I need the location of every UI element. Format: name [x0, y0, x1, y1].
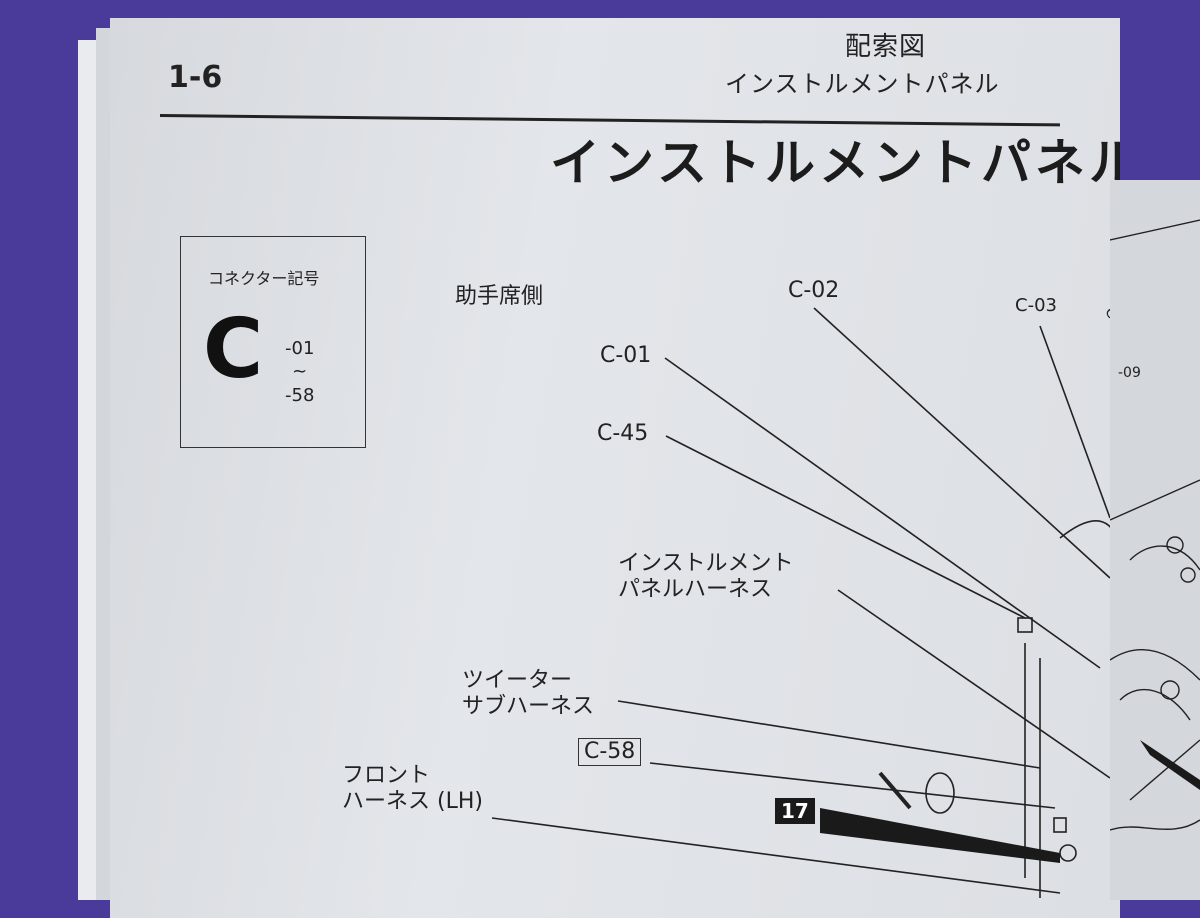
front-line1: フロント [342, 763, 431, 788]
page-title: インストルメントパネル [550, 134, 1120, 192]
callout-c45: C-45 [597, 421, 649, 446]
callout-front-harness: フロント ハーネス (LH) [342, 763, 483, 815]
legend-range: -01 ~ -58 [285, 337, 314, 407]
bolt [878, 771, 912, 810]
wiring-diagram [491, 307, 1120, 898]
manual-page: 1-6 配索図 インストルメントパネル インストルメントパネル コネクター記号 … [110, 18, 1120, 918]
legend-range-sep: ~ [292, 361, 308, 383]
callout-c02: C-02 [788, 278, 840, 303]
legend-letter: C [203, 302, 264, 397]
leader-c58 [649, 762, 1056, 809]
reference-17: 17 [775, 798, 815, 824]
tweeter-line2: サブハーネス [462, 694, 595, 719]
leader-ip-harness [837, 589, 1111, 779]
callout-c01: C-01 [600, 343, 652, 368]
legend-label: コネクター記号 [208, 269, 320, 288]
connector-round [1059, 844, 1077, 862]
front-line2: ハーネス (LH) [342, 789, 483, 814]
connector-mark [1017, 617, 1033, 633]
section-subtitle: インストルメントパネル [725, 70, 1000, 98]
ip-harness-line1: インストルメント [618, 551, 794, 576]
leader-c01 [664, 357, 1101, 669]
leader-c02 [813, 307, 1111, 579]
callout-tweeter: ツイーター サブハーネス [462, 668, 594, 720]
pointer-17 [820, 808, 1060, 863]
leader-tweeter [617, 700, 1041, 769]
page-number: 1-6 [168, 60, 223, 95]
grommet [925, 772, 955, 814]
facing-diagram [1110, 219, 1200, 831]
callout-c03: C-03 [1015, 295, 1057, 316]
callout-c09: -09 [1118, 365, 1141, 381]
callout-ip-harness: インストルメント パネルハーネス [618, 551, 794, 603]
leader-front [491, 817, 1061, 894]
callout-c58: C-58 [578, 738, 642, 766]
connector-mark-2 [1053, 817, 1067, 833]
legend-range-end: -58 [285, 384, 315, 406]
leader-c45 [665, 435, 1026, 619]
section-title: 配索図 [845, 32, 927, 62]
ip-harness-line2: パネルハーネス [618, 577, 773, 602]
leader-c03 [1039, 325, 1111, 519]
connector-legend: コネクター記号 C -01 ~ -58 [180, 236, 366, 448]
tweeter-line1: ツイーター [462, 668, 573, 693]
facing-page: -09 [1110, 180, 1200, 900]
side-label: 助手席側 [455, 284, 544, 309]
legend-range-start: -01 [285, 338, 315, 359]
